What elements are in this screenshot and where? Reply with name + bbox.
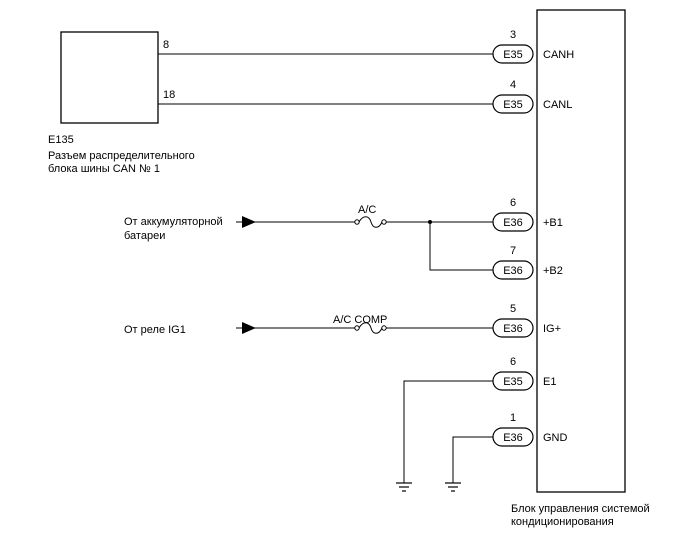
e135-id-label: E135 — [48, 134, 74, 146]
ac-fuse-label: A/C — [358, 204, 376, 216]
connector-code: E35 — [503, 49, 523, 61]
ac-comp-fuse-terminal-right — [381, 325, 387, 331]
signal-name: E1 — [543, 376, 556, 388]
e135-pin-canh: 8 — [163, 39, 169, 51]
pin-row-ig: 5 E36 IG+ — [492, 303, 561, 338]
ac-ecu-box — [536, 9, 626, 493]
connector-capsule — [492, 371, 534, 391]
pin-number: 5 — [510, 303, 516, 315]
pin-row-e1: 6 E35 E1 — [492, 356, 556, 391]
e1-ground-wire — [403, 380, 493, 483]
ac-fuse-icon — [358, 216, 383, 228]
signal-name: CANH — [543, 49, 574, 61]
signal-name: +B1 — [543, 217, 563, 229]
connector-capsule — [492, 318, 534, 338]
ecu-name-line2: кондиционирования — [511, 516, 614, 528]
e135-name-line2: блока шины CAN № 1 — [48, 163, 160, 175]
signal-name: +B2 — [543, 265, 563, 277]
pin-number: 3 — [510, 29, 516, 41]
pin-number: 4 — [510, 79, 516, 91]
pin-number: 6 — [510, 356, 516, 368]
connector-capsule — [492, 260, 534, 280]
pin-number: 6 — [510, 197, 516, 209]
connector-code: E36 — [503, 265, 523, 277]
ac-comp-fuse-icon — [358, 322, 383, 334]
battery-source-line2: батареи — [124, 230, 165, 242]
connector-code: E35 — [503, 99, 523, 111]
gnd-ground-icon — [445, 482, 461, 492]
signal-name: GND — [543, 432, 568, 444]
connector-capsule — [492, 94, 534, 114]
ig1-source-label: От реле IG1 — [124, 324, 186, 336]
e1-ground-icon — [396, 482, 412, 492]
pin-row-gnd: 1 E36 GND — [492, 412, 568, 447]
battery-source-line1: От аккумуляторной — [124, 216, 223, 228]
signal-name: CANL — [543, 99, 572, 111]
ecu-name-line1: Блок управления системой — [511, 503, 650, 515]
connector-capsule — [492, 212, 534, 232]
connector-code: E35 — [503, 376, 523, 388]
can-junction-connector-box — [60, 31, 159, 124]
pin-number: 1 — [510, 412, 516, 424]
connector-code: E36 — [503, 432, 523, 444]
gnd-ground-wire — [452, 436, 493, 483]
connector-code: E36 — [503, 217, 523, 229]
connector-capsule — [492, 44, 534, 64]
ac-fuse-terminal-right — [381, 219, 387, 225]
ac-comp-fuse-terminal-left — [354, 325, 360, 331]
e135-pin-canl: 18 — [163, 89, 175, 101]
connector-code: E36 — [503, 323, 523, 335]
pin-row-canh: 3 E35 CANH — [492, 29, 574, 64]
ac-comp-fuse-label: A/C COMP — [333, 314, 387, 326]
signal-name: IG+ — [543, 323, 561, 335]
pin-row-b1: 6 E36 +B1 — [492, 197, 563, 232]
pin-number: 7 — [510, 245, 516, 257]
ac-fuse-terminal-left — [354, 219, 360, 225]
b2-branch-wire — [429, 222, 493, 271]
e135-name-line1: Разъем распределительного — [48, 150, 195, 162]
pin-row-b2: 7 E36 +B2 — [492, 245, 563, 280]
pin-row-canl: 4 E35 CANL — [492, 79, 572, 114]
connector-capsule — [492, 427, 534, 447]
